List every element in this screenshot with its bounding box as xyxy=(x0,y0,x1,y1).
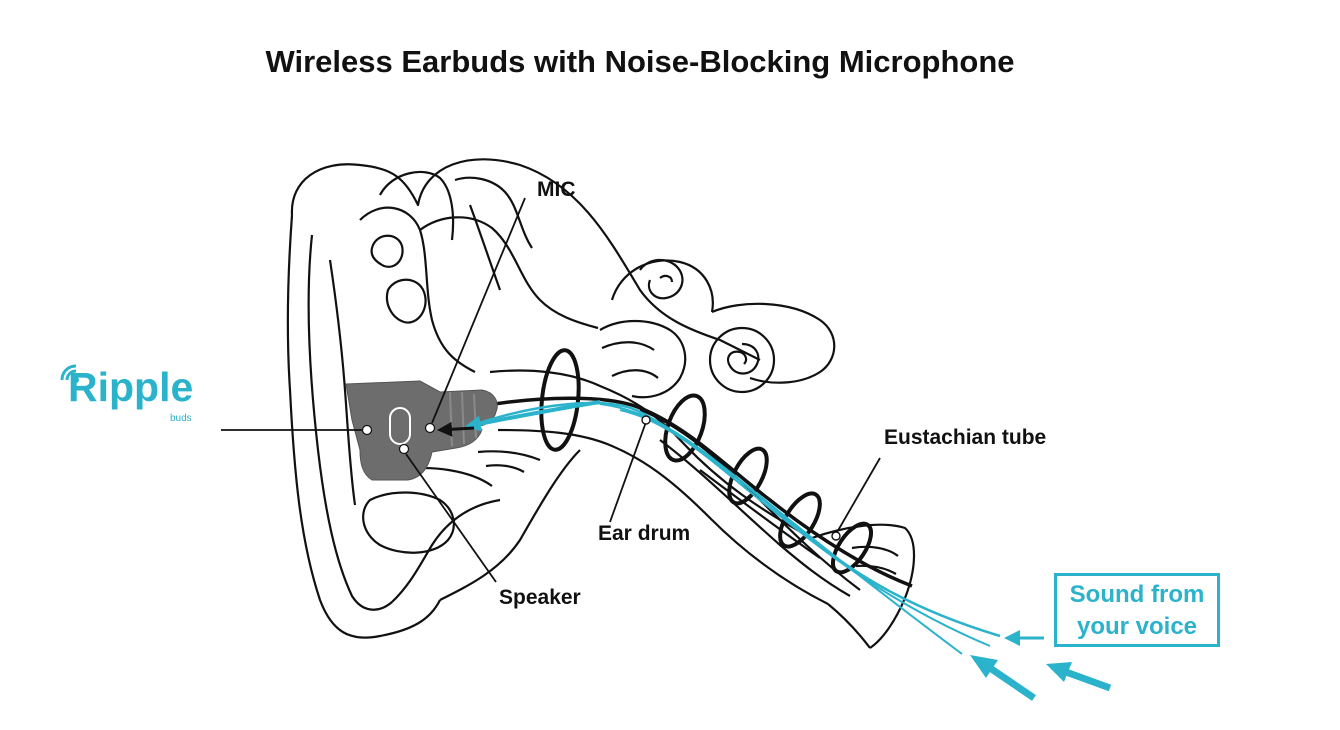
arrow-icon xyxy=(970,630,1112,701)
logo-wordmark: Ripple xyxy=(68,364,194,410)
logo-subtext: buds xyxy=(170,413,192,424)
tube-rings xyxy=(539,348,874,575)
cochlea-icon xyxy=(599,258,836,399)
sound-from-voice-box: Sound from your voice xyxy=(1054,573,1220,647)
callout-lines xyxy=(221,197,881,583)
ripple-signal-icon xyxy=(60,364,79,383)
earbud-icon xyxy=(345,380,498,481)
mic-arrow xyxy=(464,400,601,432)
ear-outline-icon xyxy=(286,158,761,639)
label-ear-drum: Ear drum xyxy=(598,522,691,545)
mic-pointer xyxy=(437,421,475,437)
sound-waves xyxy=(469,401,1001,655)
tube-line xyxy=(469,396,913,588)
ripple-logo-icon: Ripple buds xyxy=(56,362,216,432)
sound-box-line2: your voice xyxy=(1076,613,1198,640)
eustachian-dot xyxy=(831,531,841,541)
page-title: Wireless Earbuds with Noise-Blocking Mic… xyxy=(265,44,1015,79)
label-mic: MIC xyxy=(537,178,576,201)
label-eustachian-tube: Eustachian tube xyxy=(884,426,1047,449)
eardrum-dot xyxy=(641,415,651,425)
label-speaker: Speaker xyxy=(499,586,581,609)
sound-box-line1: Sound from xyxy=(1069,581,1205,608)
